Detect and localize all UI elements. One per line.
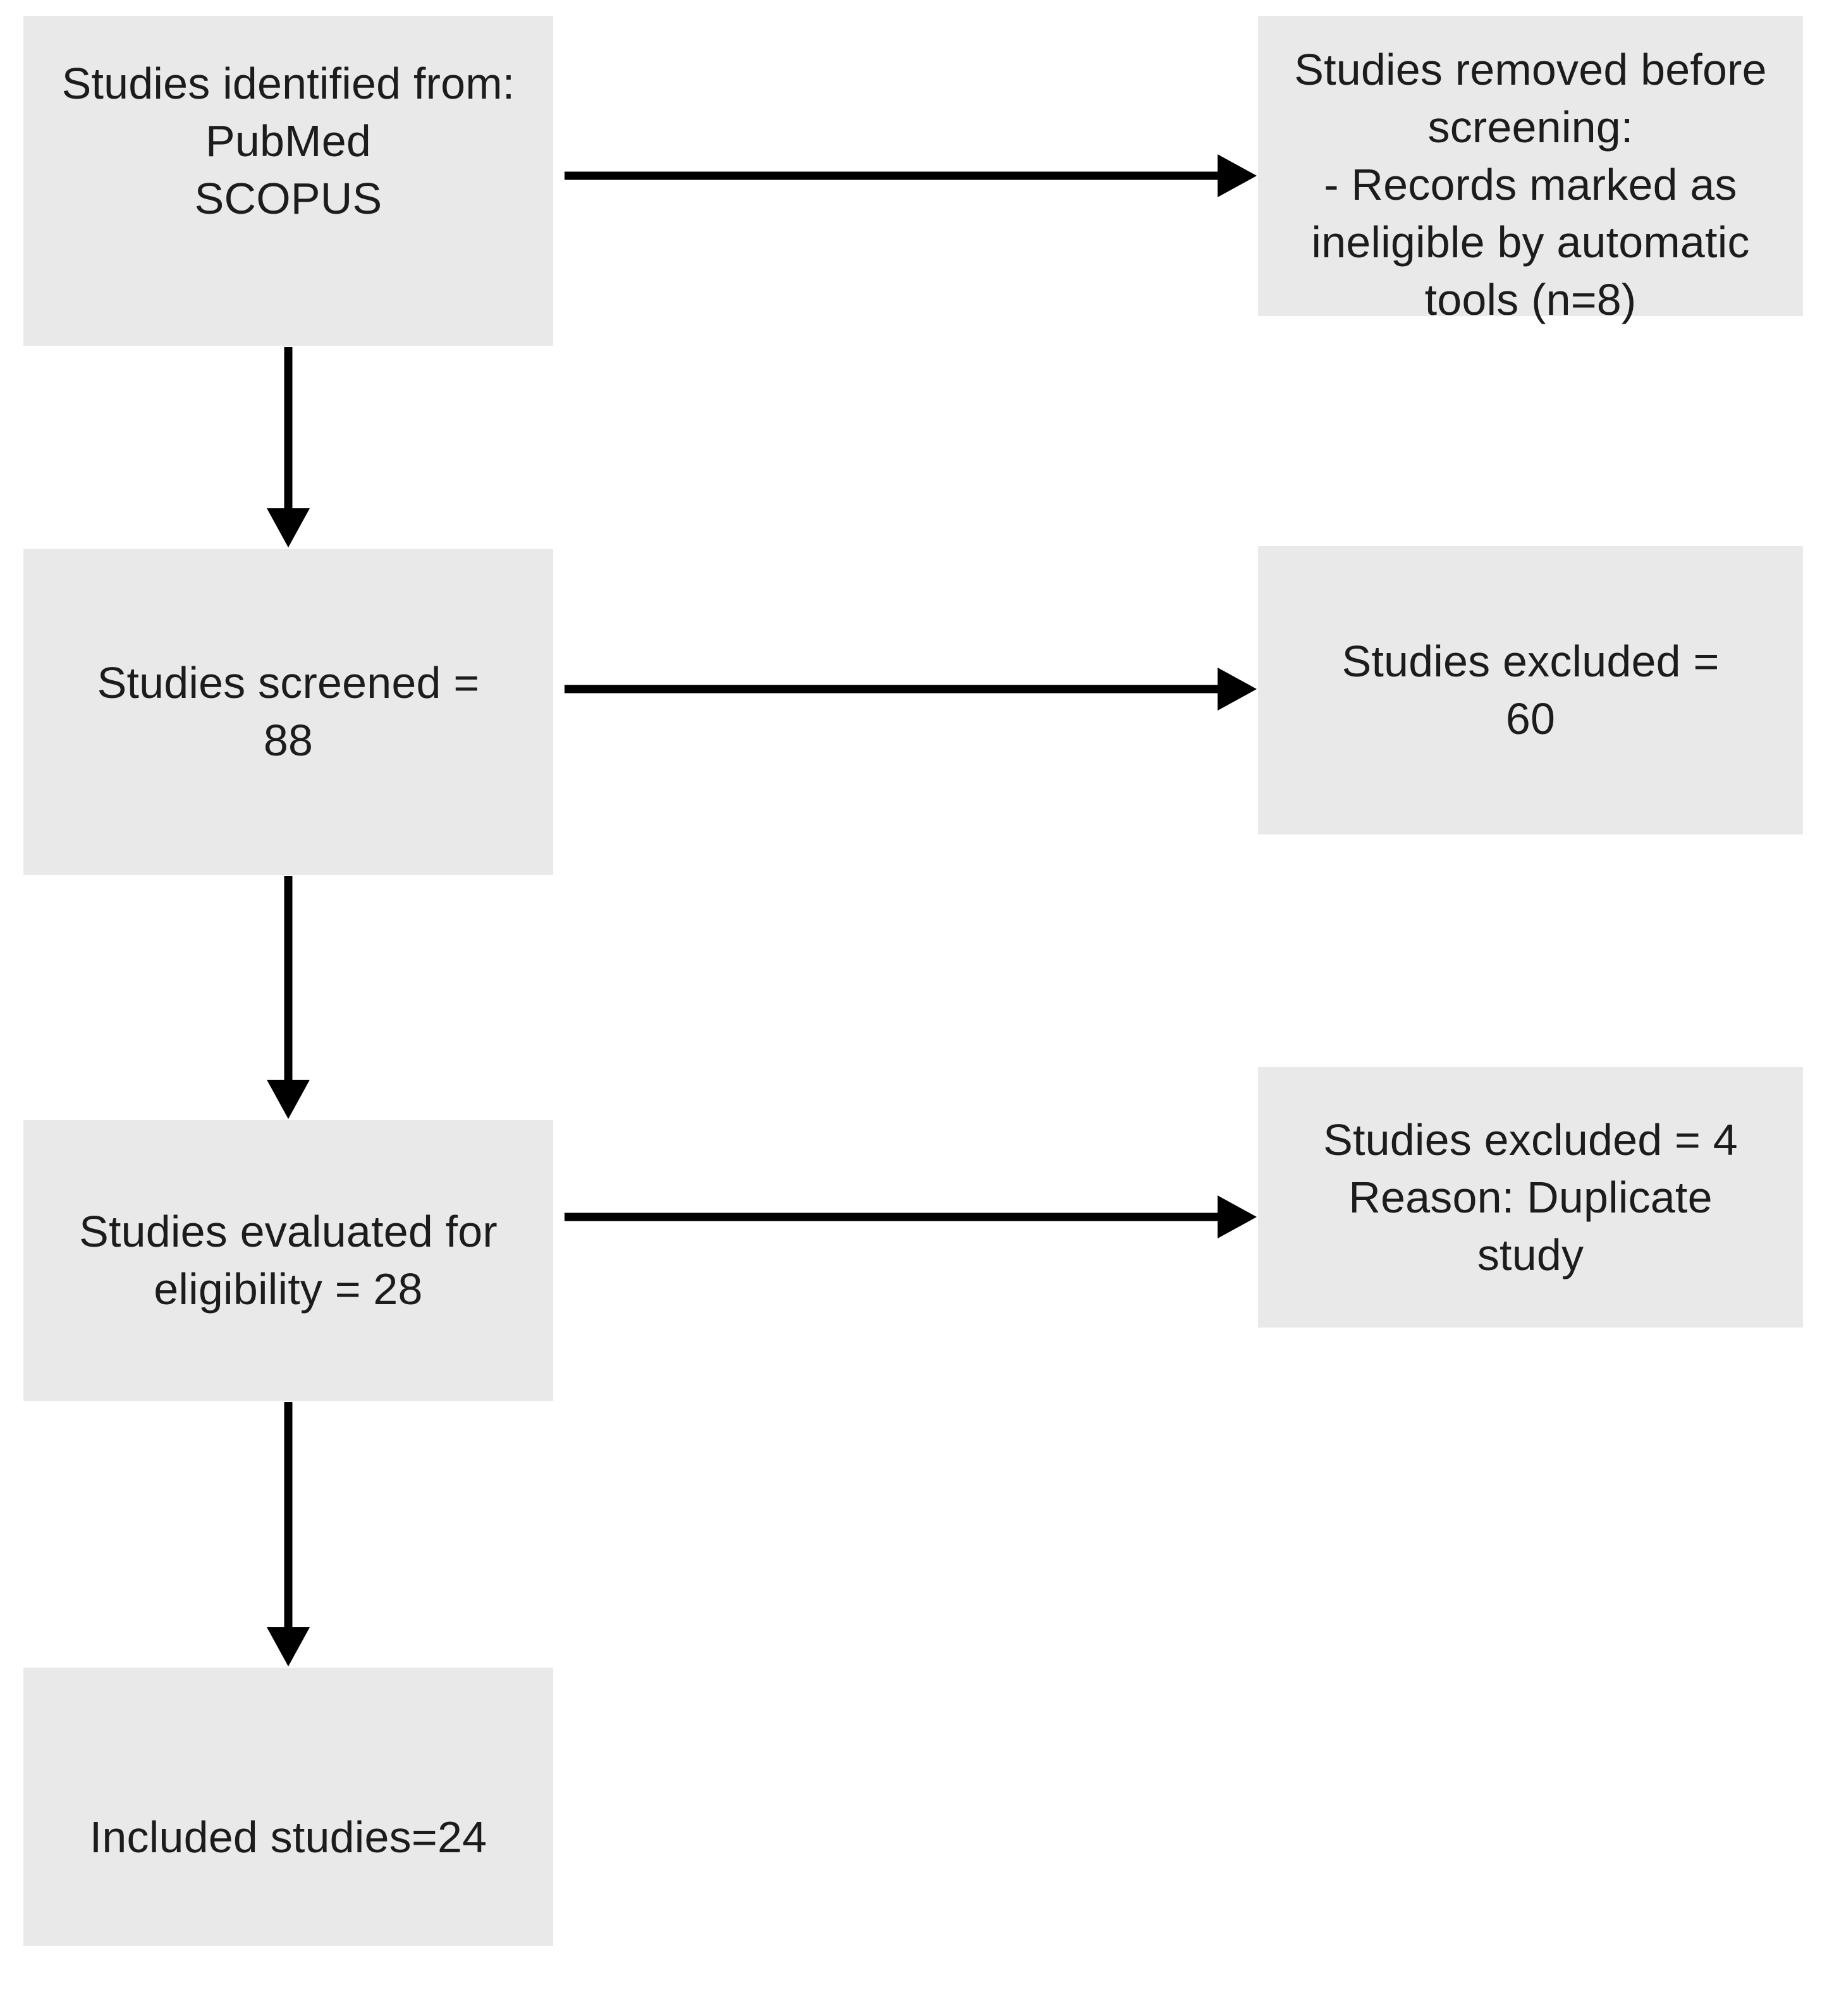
flow-box-label-screened: Studies screened = 88 xyxy=(97,658,480,765)
flow-box-excluded-60: Studies excluded = 60 xyxy=(1258,546,1803,834)
flow-box-included: Included studies=24 xyxy=(23,1668,553,1946)
flow-box-evaluated: Studies evaluated for eligibility = 28 xyxy=(23,1120,553,1401)
arrow-screened-to-evaluated xyxy=(267,876,310,1119)
flow-box-screened: Studies screened = 88 xyxy=(23,549,553,875)
flow-box-label-included: Included studies=24 xyxy=(89,1812,487,1862)
flow-box-removed: Studies removed before screening: - Reco… xyxy=(1258,16,1803,324)
flow-box-label-evaluated: Studies evaluated for eligibility = 28 xyxy=(79,1207,498,1314)
flow-box-label-excluded-60: Studies excluded = 60 xyxy=(1341,637,1720,743)
arrow-screened-to-excluded60 xyxy=(565,668,1257,711)
flow-box-label-identified: Studies identified from: PubMed SCOPUS xyxy=(61,59,515,223)
flow-box-excluded-4: Studies excluded = 4 Reason: Duplicate s… xyxy=(1258,1067,1803,1328)
flow-box-label-removed: Studies removed before screening: - Reco… xyxy=(1294,45,1767,324)
flow-box-label-excluded-4: Studies excluded = 4 Reason: Duplicate s… xyxy=(1323,1115,1738,1280)
arrow-evaluated-to-included xyxy=(267,1402,310,1666)
arrow-evaluated-to-excluded4 xyxy=(565,1195,1257,1238)
flow-box-identified: Studies identified from: PubMed SCOPUS xyxy=(23,16,553,346)
arrow-identified-to-removed xyxy=(565,154,1257,197)
